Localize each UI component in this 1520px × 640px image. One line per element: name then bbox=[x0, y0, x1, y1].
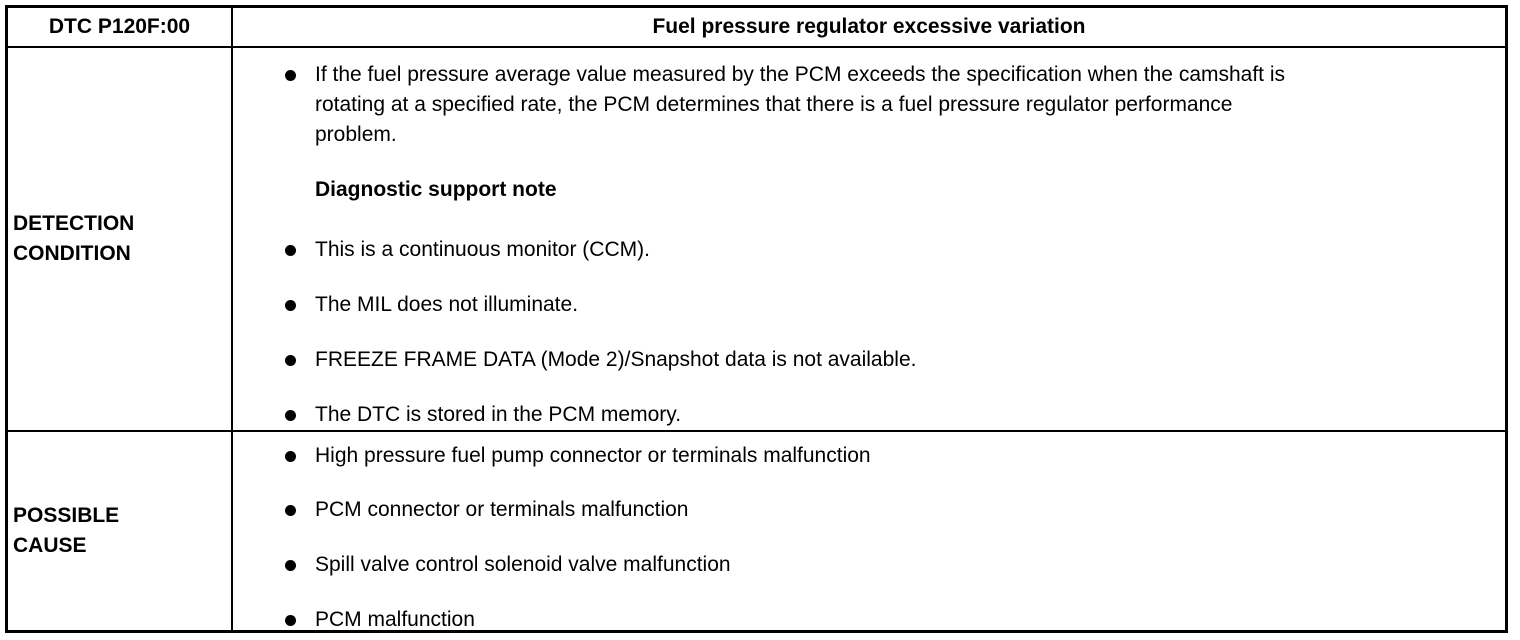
cause-content-cell: High pressure fuel pump connector or ter… bbox=[233, 432, 1505, 631]
possible-cause-row: POSSIBLE CAUSE High pressure fuel pump c… bbox=[8, 432, 1505, 631]
dtc-description: Fuel pressure regulator excessive variat… bbox=[652, 15, 1086, 38]
detection-content-cell: If the fuel pressure average value measu… bbox=[233, 48, 1505, 430]
possible-cause-label: POSSIBLE CAUSE bbox=[13, 432, 119, 630]
cause-item: PCM malfunction bbox=[315, 608, 475, 631]
dtc-code: DTC P120F:00 bbox=[48, 15, 191, 38]
cause-item: High pressure fuel pump connector or ter… bbox=[315, 444, 871, 467]
dtc-description-cell: Fuel pressure regulator excessive variat… bbox=[233, 8, 1505, 46]
dtc-table: DTC P120F:00 Fuel pressure regulator exc… bbox=[5, 5, 1508, 633]
bullet-icon bbox=[285, 560, 296, 571]
cause-item: Spill valve control solenoid valve malfu… bbox=[315, 553, 731, 576]
bullet-icon bbox=[285, 505, 296, 516]
bullet-icon bbox=[285, 451, 296, 462]
cause-label-line-2: CAUSE bbox=[13, 534, 87, 557]
cause-label-line-1: POSSIBLE bbox=[13, 504, 120, 527]
bullet-icon bbox=[285, 245, 296, 256]
table-header-row: DTC P120F:00 Fuel pressure regulator exc… bbox=[8, 8, 1505, 48]
cause-item: PCM connector or terminals malfunction bbox=[315, 498, 689, 521]
detection-condition-row: DETECTION CONDITION If the fuel pressure… bbox=[8, 48, 1505, 432]
detection-main-line-3: problem. bbox=[315, 123, 397, 146]
bullet-icon bbox=[285, 300, 296, 311]
bullet-icon bbox=[285, 355, 296, 366]
detection-main-line-2: rotating at a specified rate, the PCM de… bbox=[315, 93, 1233, 116]
support-note-heading: Diagnostic support note bbox=[315, 178, 557, 201]
support-item: FREEZE FRAME DATA (Mode 2)/Snapshot data… bbox=[315, 348, 917, 371]
detection-label-line-1: DETECTION bbox=[13, 212, 135, 235]
detection-main-line-1: If the fuel pressure average value measu… bbox=[315, 63, 1286, 86]
detection-label-cell: DETECTION CONDITION bbox=[8, 48, 233, 430]
detection-condition-label: DETECTION CONDITION bbox=[13, 48, 134, 430]
bullet-icon bbox=[285, 615, 296, 626]
support-item: This is a continuous monitor (CCM). bbox=[315, 238, 650, 261]
bullet-icon bbox=[285, 70, 296, 81]
cause-label-cell: POSSIBLE CAUSE bbox=[8, 432, 233, 630]
dtc-code-cell: DTC P120F:00 bbox=[8, 8, 233, 46]
bullet-icon bbox=[285, 410, 296, 421]
detection-label-line-2: CONDITION bbox=[13, 242, 131, 265]
support-item: The MIL does not illuminate. bbox=[315, 293, 579, 316]
support-item: The DTC is stored in the PCM memory. bbox=[315, 403, 682, 426]
